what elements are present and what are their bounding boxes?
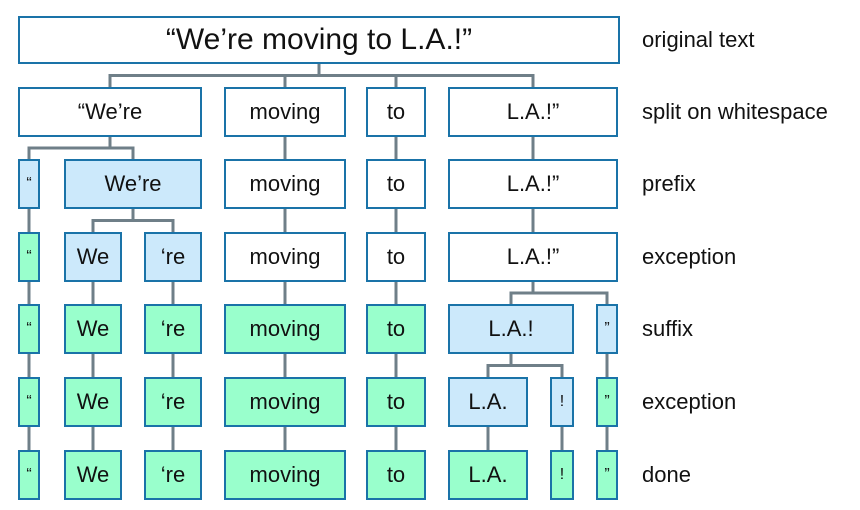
token-box-r1-l-a-exclquote: L.A.!” xyxy=(448,87,618,137)
token-box-r6-quote: “ xyxy=(18,450,40,500)
token-box-r5-to: to xyxy=(366,377,426,427)
token-box-r5-excl: ! xyxy=(550,377,574,427)
token-box-r3-moving: moving xyxy=(224,232,346,282)
token-box-r1-moving: moving xyxy=(224,87,346,137)
token-box-r5-l-a: L.A. xyxy=(448,377,528,427)
token-box-r5-aposre: ‘re xyxy=(144,377,202,427)
token-box-r4-quote: ” xyxy=(596,304,618,354)
token-box-r6-to: to xyxy=(366,450,426,500)
token-box-r6-moving: moving xyxy=(224,450,346,500)
token-box-r1-quoteweaposre: “We’re xyxy=(18,87,202,137)
token-box-r3-l-a-exclquote: L.A.!” xyxy=(448,232,618,282)
token-box-r4-we: We xyxy=(64,304,122,354)
step-label-r2: prefix xyxy=(642,171,696,196)
step-label-r1: split on whitespace xyxy=(642,99,828,124)
token-box-r2-l-a-exclquote: L.A.!” xyxy=(448,159,618,209)
token-box-r6-excl: ! xyxy=(550,450,574,500)
token-box-r3-quote: “ xyxy=(18,232,40,282)
token-box-r2-moving: moving xyxy=(224,159,346,209)
token-box-r6-l-a: L.A. xyxy=(448,450,528,500)
token-box-r4-aposre: ‘re xyxy=(144,304,202,354)
step-label-r4: suffix xyxy=(642,316,693,341)
token-box-r2-to: to xyxy=(366,159,426,209)
token-box-r1-to: to xyxy=(366,87,426,137)
step-label-r3: exception xyxy=(642,244,737,269)
token-box-r5-we: We xyxy=(64,377,122,427)
token-box-r2-quote: “ xyxy=(18,159,40,209)
token-box-r4-to: to xyxy=(366,304,426,354)
token-box-r4-l-a-excl: L.A.! xyxy=(448,304,574,354)
token-box-r3-to: to xyxy=(366,232,426,282)
token-box-r3-aposre: ‘re xyxy=(144,232,202,282)
token-box-r5-quote: “ xyxy=(18,377,40,427)
step-label-r0: original text xyxy=(642,27,755,52)
token-box-r6-quote: ” xyxy=(596,450,618,500)
token-box-r4-moving: moving xyxy=(224,304,346,354)
step-label-r6: done xyxy=(642,462,691,487)
token-box-r0-quoteweaposre-moving-to-l-a-exclquote: “We’re moving to L.A.!” xyxy=(18,16,620,64)
token-box-r6-aposre: ‘re xyxy=(144,450,202,500)
token-box-r2-weaposre: We’re xyxy=(64,159,202,209)
token-box-r3-we: We xyxy=(64,232,122,282)
token-box-r5-quote: ” xyxy=(596,377,618,427)
token-box-r6-we: We xyxy=(64,450,122,500)
step-label-r5: exception xyxy=(642,389,737,414)
token-box-r5-moving: moving xyxy=(224,377,346,427)
token-box-r4-quote: “ xyxy=(18,304,40,354)
